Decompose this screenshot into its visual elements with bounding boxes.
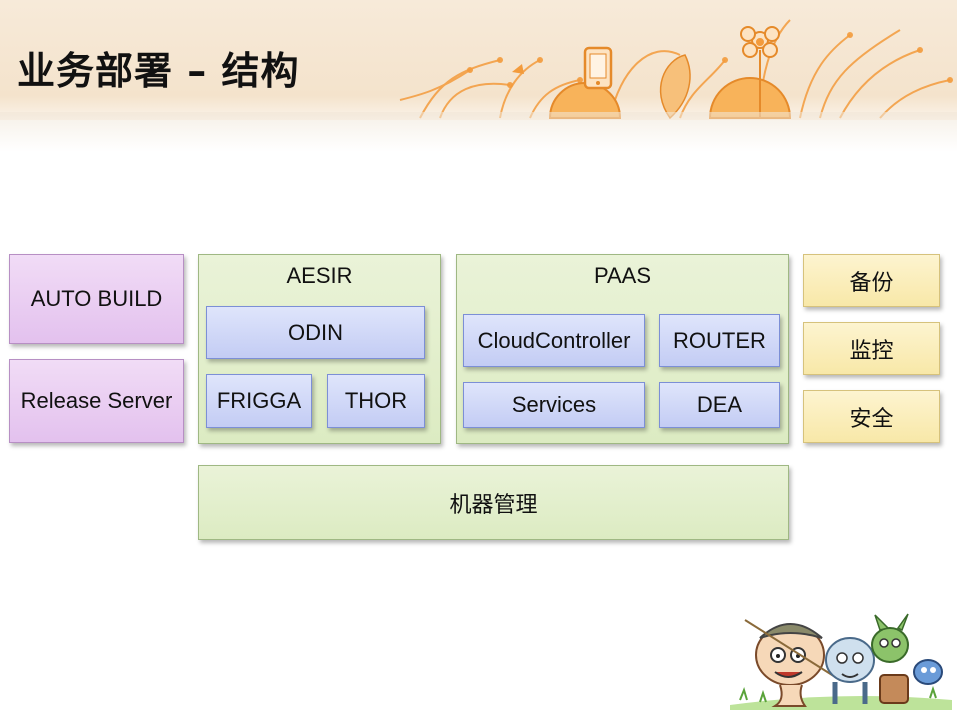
paas-title: PAAS bbox=[593, 263, 652, 288]
page-title: 业务部署 – 结构 bbox=[17, 49, 300, 93]
phone-icon bbox=[583, 46, 613, 90]
services-box: Services bbox=[463, 382, 645, 428]
backup-box: 备份 bbox=[803, 254, 940, 307]
frigga-box: FRIGGA bbox=[206, 374, 312, 428]
odin-box: ODIN bbox=[206, 306, 425, 359]
monitoring-box: 监控 bbox=[803, 322, 940, 375]
dea-box: DEA bbox=[659, 382, 780, 428]
mascot-illustration-icon bbox=[730, 613, 952, 710]
aesir-title: AESIR bbox=[286, 263, 353, 288]
machine-management-box: 机器管理 bbox=[198, 465, 789, 540]
header-fade bbox=[0, 112, 957, 152]
release-server-box: Release Server bbox=[9, 359, 184, 443]
security-box: 安全 bbox=[803, 390, 940, 443]
router-box: ROUTER bbox=[659, 314, 780, 367]
flower-decoration-icon bbox=[399, 19, 953, 120]
cloudcontroller-box: CloudController bbox=[463, 314, 645, 367]
thor-box: THOR bbox=[327, 374, 425, 428]
slide-header: 业务部署 – 结构 bbox=[0, 0, 957, 120]
auto-build-box: AUTO BUILD bbox=[9, 254, 184, 344]
